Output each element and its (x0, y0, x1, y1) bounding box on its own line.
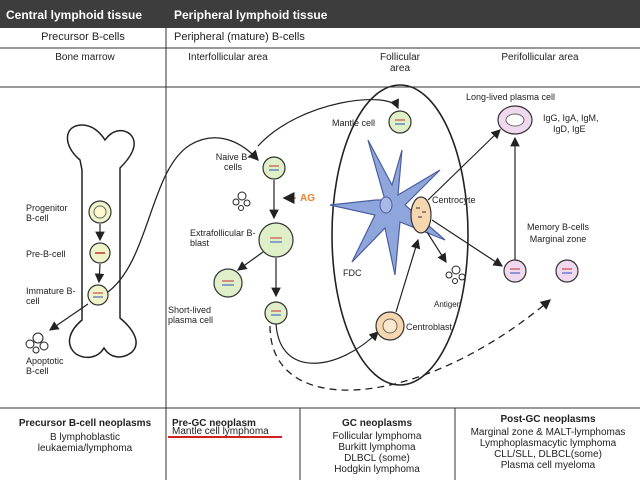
area-follicular: Follicular area (379, 52, 420, 74)
subheader-left: Precursor B-cells (41, 31, 125, 43)
label-centroblast: Centroblast (406, 322, 453, 332)
neoplasm-col1-title: Precursor B-cell neoplasms (18, 418, 152, 429)
neoplasm-col4-item-2: Lymphoplasmacytic lymphoma (479, 438, 617, 449)
extrafollicular-b-blast (258, 222, 294, 258)
label-short-lived: Short-lived plasma cell (168, 305, 214, 325)
area-bone-marrow: Bone marrow (55, 52, 115, 63)
naive-b-cell (262, 156, 286, 180)
memory-b-cell (503, 259, 527, 283)
label-marginal: Marginal zone (529, 234, 587, 244)
area-interfollicular: Interfollicular area (188, 52, 268, 63)
header-bar (0, 0, 640, 28)
label-pre-b: Pre-B-cell (26, 249, 66, 259)
label-ig-2: IgD, IgE (553, 124, 586, 134)
label-long-lived: Long-lived plasma cell (466, 92, 556, 102)
header-right: Peripheral lymphoid tissue (174, 8, 328, 22)
neoplasm-col3-item-2: Burkitt lymphoma (338, 442, 416, 453)
neoplasm-col4-item-3: CLL/SLL, DLBCL(some) (494, 449, 602, 460)
apoptotic-cell-left (25, 332, 49, 354)
header-left: Central lymphoid tissue (6, 8, 143, 22)
mantle-cell (388, 110, 412, 134)
neoplasm-col3-title: GC neoplasms (341, 418, 413, 429)
label-apoptotic-left: Apoptotic B-cell (26, 356, 64, 376)
area-perifollicular: Perifollicular area (501, 52, 579, 63)
follicle-outline (331, 84, 469, 386)
label-progenitor: Progenitor B-cell (26, 203, 68, 223)
label-ag: AG (300, 193, 315, 204)
neoplasm-col4-title: Post-GC neoplasms (500, 414, 596, 425)
neoplasm-col3-item-1: Follicular lymphoma (332, 431, 422, 442)
label-extrafollicular: Extrafollicular B-blast (190, 228, 256, 248)
neoplasm-col1-item-1: B lymphoblastic (49, 432, 121, 443)
label-naive: Naive B-cells (215, 152, 251, 172)
short-lived-plasma-cell (213, 268, 243, 298)
b-cell-lower (264, 301, 288, 325)
neoplasm-col3-item-3: DLBCL (some) (344, 453, 410, 464)
marginal-zone-cell (555, 259, 579, 283)
bone-cells (87, 200, 112, 306)
centrocyte (410, 196, 432, 234)
neoplasm-col4-item-4: Plasma cell myeloma (500, 460, 596, 471)
neoplasm-col4-item-1: Marginal zone & MALT-lymphomas (470, 427, 626, 438)
label-memory: Memory B-cells (526, 222, 589, 232)
neoplasm-col2-title: Pre-GC neoplasm (172, 418, 256, 429)
subheader-right: Peripheral (mature) B-cells (174, 31, 305, 43)
bone-shape (66, 124, 137, 359)
label-ig-1: IgG, IgA, IgM, (543, 113, 599, 123)
label-immature: Immature B-cell (26, 286, 76, 306)
neoplasm-col2-item-1: Mantle cell lymphoma (172, 426, 269, 437)
neoplasm-col1-item-2: leukaemia/lymphoma (37, 443, 133, 454)
label-fdc: FDC (343, 268, 362, 278)
neoplasm-col3-item-4: Hodgkin lymphoma (334, 464, 420, 475)
label-mantle: Mantle cell (332, 118, 376, 128)
label-centrocyte: Centrocyte (432, 195, 476, 205)
label-antigen: Antigen (434, 300, 462, 309)
